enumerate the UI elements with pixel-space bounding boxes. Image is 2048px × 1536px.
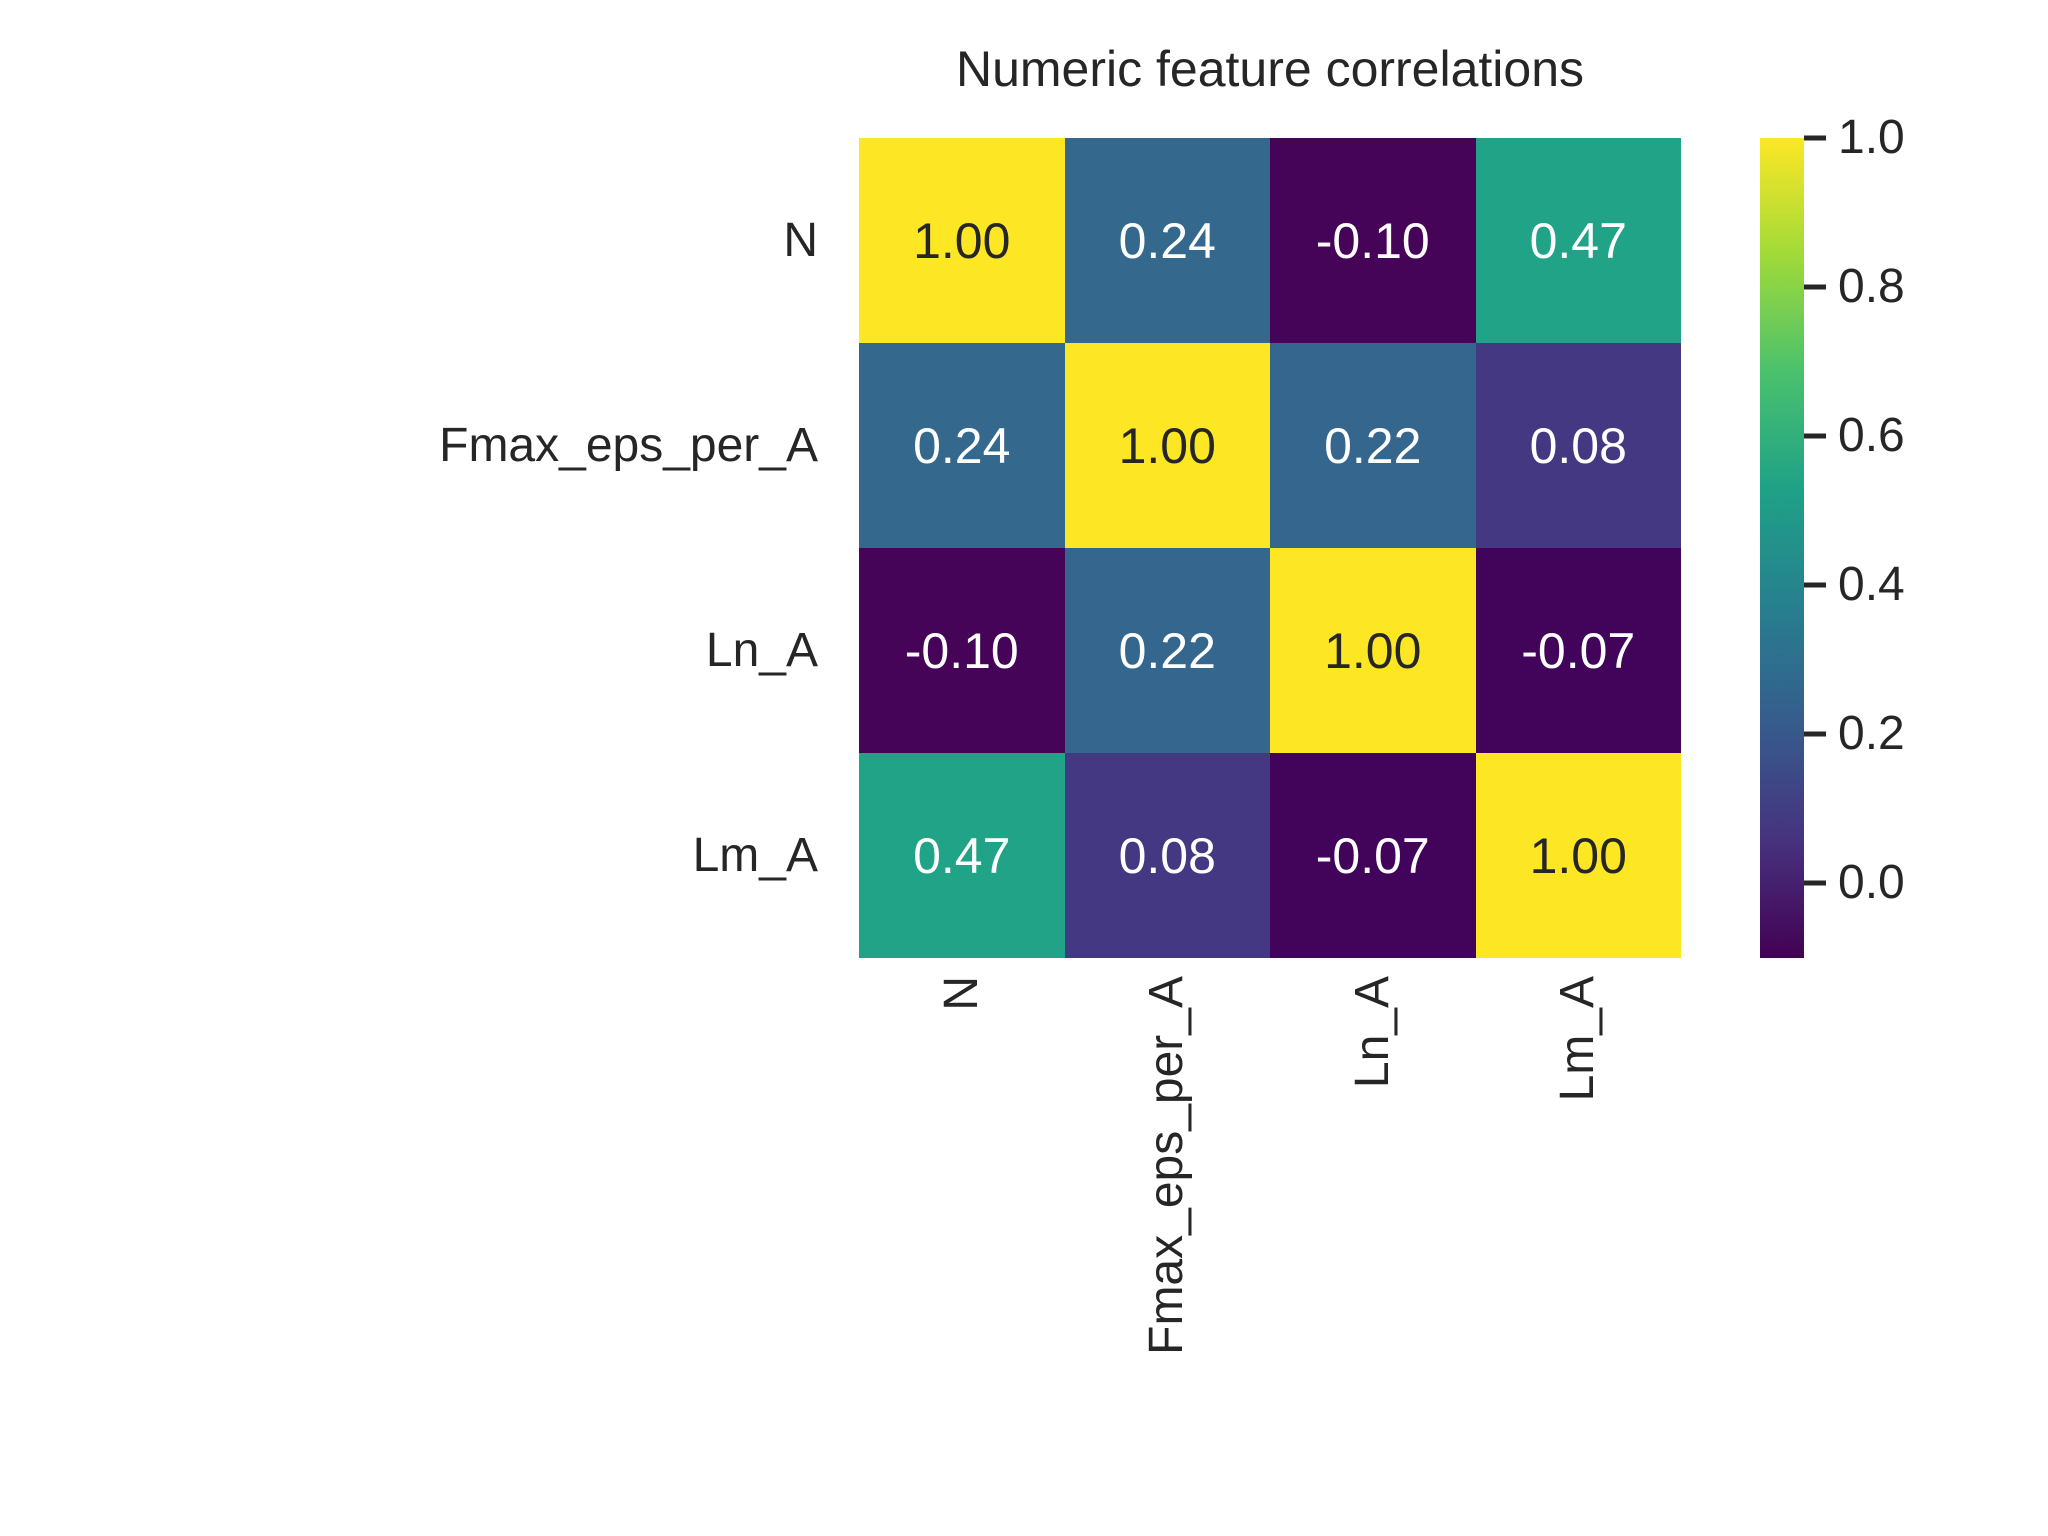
heatmap-cell: 0.24	[1064, 138, 1270, 343]
heatmap-cell: -0.07	[1475, 548, 1681, 753]
colorbar-tick-label: 0.4	[1838, 558, 1905, 612]
colorbar-tick	[1804, 880, 1826, 886]
heatmap-cell-value: -0.07	[1521, 622, 1636, 679]
heatmap-cell: 0.22	[1064, 548, 1270, 753]
y-tick-label-3: Lm_A	[692, 829, 818, 882]
colorbar-tick	[1804, 135, 1826, 141]
heatmap-cell: 0.08	[1064, 753, 1270, 958]
colorbar-tick	[1804, 731, 1826, 737]
x-tick-label-0: N	[934, 976, 988, 1011]
y-tick-label-2: Ln_A	[705, 624, 818, 677]
colorbar-tick	[1804, 582, 1826, 588]
heatmap-cell: 1.00	[1475, 753, 1681, 958]
colorbar-tick	[1804, 284, 1826, 290]
heatmap-cell-value: 0.47	[1529, 212, 1627, 269]
y-tick-label-0: N	[783, 214, 818, 267]
heatmap-cell: -0.10	[1270, 138, 1476, 343]
heatmap-cell-value: 0.24	[913, 417, 1011, 474]
colorbar: 1.0 0.8 0.6 0.4 0.2 0.0	[1760, 114, 2040, 958]
x-tick-slot-2: Ln_A	[1270, 968, 1476, 1508]
heatmap-cell-value: -0.07	[1315, 827, 1430, 884]
heatmap-cell-value: 1.00	[1324, 622, 1422, 679]
heatmap-cell: -0.07	[1270, 753, 1476, 958]
y-tick-label-1: Fmax_eps_per_A	[439, 419, 818, 472]
heatmap-cell: 1.00	[1064, 343, 1270, 548]
y-axis-tick-labels: N Fmax_eps_per_A Ln_A Lm_A	[0, 138, 840, 958]
colorbar-tick	[1804, 433, 1826, 439]
page-title: Numeric feature correlations	[955, 41, 1585, 97]
heatmap-cell-value: 0.22	[1324, 417, 1422, 474]
x-tick-label-3: Lm_A	[1551, 976, 1605, 1102]
heatmap-cell-value: 0.47	[913, 827, 1011, 884]
x-tick-slot-1: Fmax_eps_per_A	[1065, 968, 1271, 1508]
heatmap-cell-value: 0.08	[1529, 417, 1627, 474]
heatmap-cell: 0.24	[859, 343, 1065, 548]
x-tick-slot-3: Lm_A	[1476, 968, 1682, 1508]
colorbar-tick-label: 0.0	[1838, 856, 1905, 910]
heatmap-cell-value: 1.00	[913, 212, 1011, 269]
x-tick-slot-0: N	[859, 968, 1065, 1508]
heatmap-cell-value: 1.00	[1118, 417, 1216, 474]
heatmap-cell-value: 0.24	[1118, 212, 1216, 269]
heatmap-cell-value: 1.00	[1529, 827, 1627, 884]
colorbar-tick-label: 0.2	[1838, 707, 1905, 761]
heatmap-cell-value: -0.10	[1315, 212, 1430, 269]
heatmap-cell-value: 0.22	[1118, 622, 1216, 679]
heatmap-cell: 1.00	[1270, 548, 1476, 753]
x-tick-label-2: Ln_A	[1345, 976, 1399, 1089]
heatmap-cell: 0.47	[1475, 138, 1681, 343]
colorbar-tick-label: 0.8	[1838, 260, 1905, 314]
colorbar-gradient	[1760, 138, 1804, 958]
heatmap-cell-value: 0.08	[1118, 827, 1216, 884]
x-tick-label-1: Fmax_eps_per_A	[1140, 976, 1194, 1355]
heatmap-cell: 0.08	[1475, 343, 1681, 548]
colorbar-tick-label: 0.6	[1838, 409, 1905, 463]
colorbar-tick-label: 1.0	[1838, 111, 1905, 164]
heatmap-grid: 1.00 0.24 -0.10 0.47 0.24 1.00 0.22 0.08 -0.10 0.…	[859, 138, 1681, 958]
heatmap-cell-value: -0.10	[904, 622, 1019, 679]
heatmap-cell: -0.10	[859, 548, 1065, 753]
heatmap-cell: 0.22	[1270, 343, 1476, 548]
x-axis-tick-labels: N Fmax_eps_per_A Ln_A Lm_A	[859, 968, 1681, 1508]
heatmap-cell: 0.47	[859, 753, 1065, 958]
heatmap-cell: 1.00	[859, 138, 1065, 343]
